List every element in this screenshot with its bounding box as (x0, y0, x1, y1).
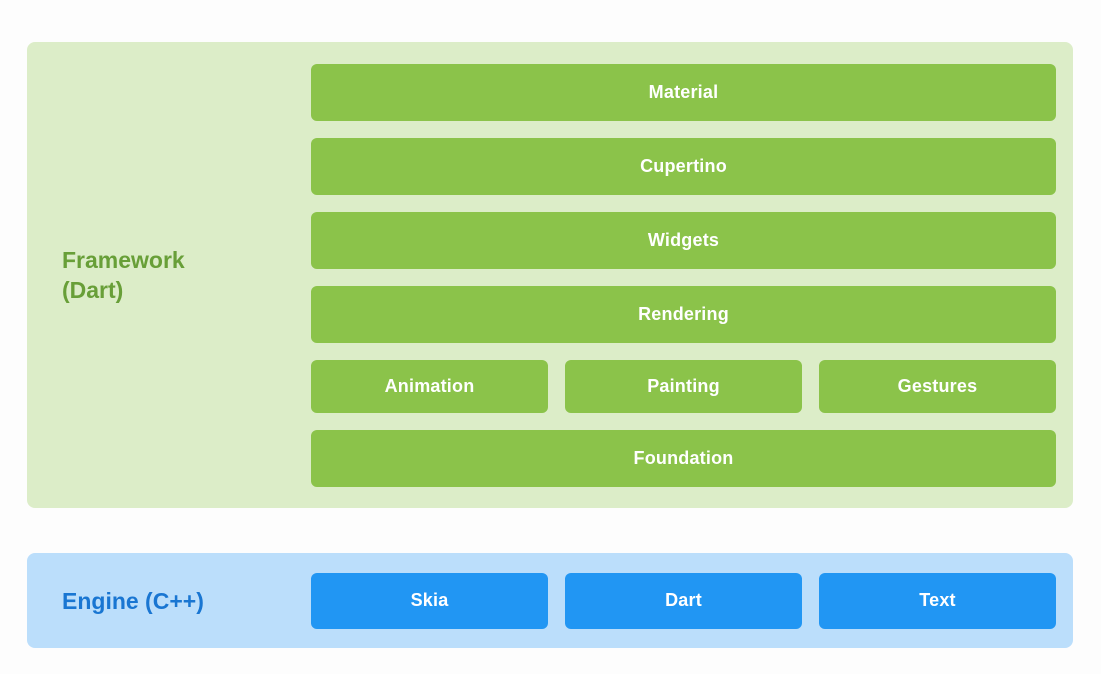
framework-split-row: Animation Painting Gestures (311, 360, 1056, 413)
engine-layer-panel: Engine (C++) Skia Dart Text (27, 553, 1073, 648)
framework-title: Framework (Dart) (62, 245, 311, 305)
engine-title: Engine (C++) (62, 587, 204, 614)
bar-text: Text (819, 572, 1056, 629)
bar-animation: Animation (311, 360, 548, 413)
framework-bars: Material Cupertino Widgets Rendering Ani… (311, 42, 1073, 508)
framework-label-column: Framework (Dart) (27, 42, 311, 508)
bar-rendering: Rendering (311, 286, 1056, 343)
bar-material: Material (311, 64, 1056, 121)
engine-label-column: Engine (C++) (27, 553, 311, 648)
bar-skia: Skia (311, 572, 548, 629)
bar-widgets: Widgets (311, 212, 1056, 269)
bar-foundation: Foundation (311, 430, 1056, 487)
bar-cupertino: Cupertino (311, 138, 1056, 195)
framework-title-line2: (Dart) (62, 277, 124, 303)
framework-title-line1: Framework (62, 247, 185, 273)
bar-gestures: Gestures (819, 360, 1056, 413)
framework-layer-panel: Framework (Dart) Material Cupertino Widg… (27, 42, 1073, 508)
bar-dart: Dart (565, 572, 802, 629)
bar-painting: Painting (565, 360, 802, 413)
engine-bars: Skia Dart Text (311, 553, 1073, 648)
